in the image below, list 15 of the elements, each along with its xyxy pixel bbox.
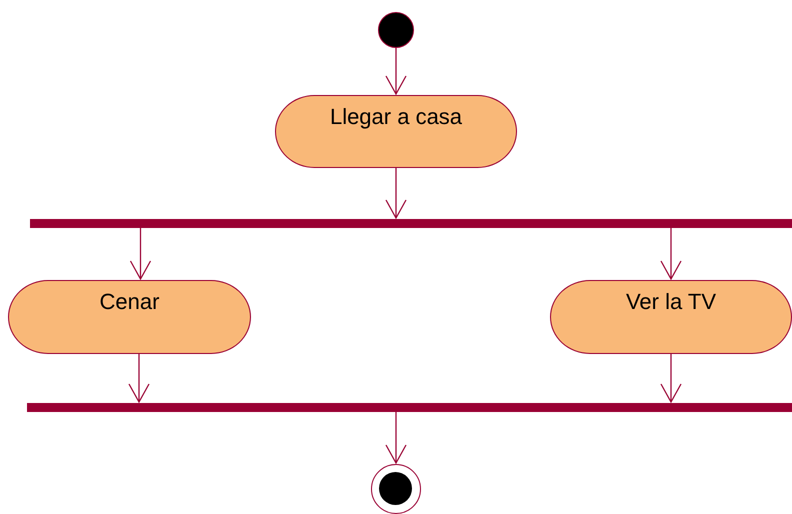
- activity-label: Llegar a casa: [330, 104, 462, 130]
- start-node: [378, 12, 414, 48]
- arrow: [385, 412, 407, 464]
- arrow: [130, 228, 152, 280]
- arrow: [385, 48, 407, 95]
- activity-label: Cenar: [100, 289, 160, 315]
- end-node: [371, 464, 421, 514]
- synchronization-bar: [30, 219, 792, 228]
- arrow: [660, 228, 682, 280]
- activity-box: [550, 280, 792, 354]
- synchronization-bar: [27, 403, 792, 412]
- activity-label: Ver la TV: [626, 289, 716, 315]
- arrow: [660, 354, 682, 403]
- arrow: [128, 354, 150, 403]
- arrow: [385, 168, 407, 219]
